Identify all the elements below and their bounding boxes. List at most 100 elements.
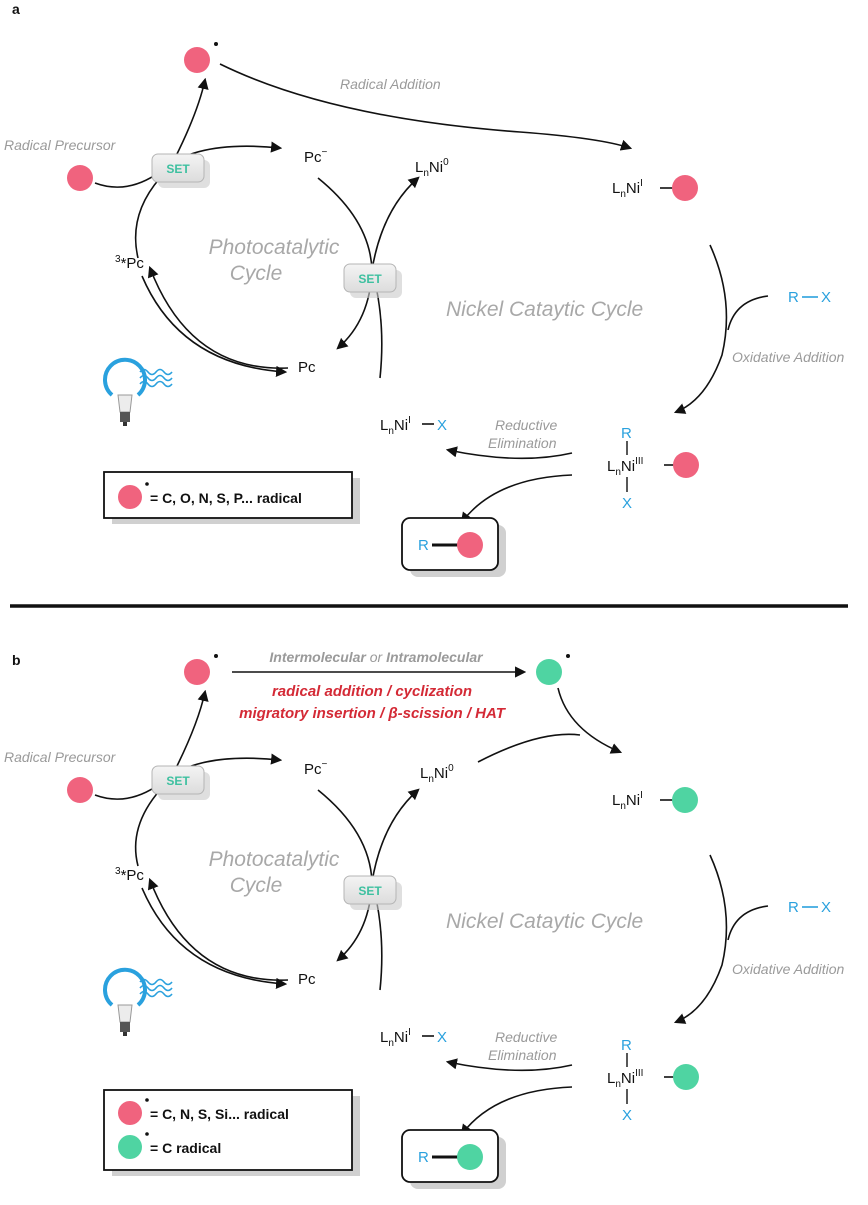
- panel-a-niii-label: LnNiIII: [607, 456, 643, 478]
- panel-a-set-to-radical-arrow: [174, 77, 209, 159]
- panel-b-photocatalytic-title-2: Cycle: [230, 874, 283, 897]
- panel-b-left-arc: [134, 789, 161, 867]
- panel-a-left-arc: [134, 177, 161, 259]
- panel-b-set-label-2: SET: [358, 884, 382, 898]
- panel-b-radical-precursor-label: Radical Precursor: [4, 749, 117, 765]
- panel-a-nix-label: LnNiI: [380, 415, 411, 437]
- panel-a-nix-x-label: X: [437, 417, 447, 434]
- panel-b-nix-x-label: X: [437, 1029, 447, 1046]
- panel-a-ni0-label: LnNi0: [415, 157, 449, 179]
- panel-b-star-to-pc-inner-arrow: [141, 887, 288, 989]
- light-bulb-icon: [103, 967, 147, 1036]
- panel-b-set-to-ni0-arrow: [371, 788, 420, 883]
- radical-dot-icon: [214, 654, 218, 658]
- panel-b-oxidative-addition-label: Oxidative Addition: [732, 961, 845, 977]
- panel-b-precursor-circle: [67, 777, 93, 803]
- panel-a-product-box: R: [401, 517, 506, 577]
- panel-a-nii-label: LnNiI: [612, 178, 643, 200]
- panel-a-legend-circle: [118, 485, 142, 509]
- panel-a-niii-radical-circle: [673, 452, 699, 478]
- panel-b-pc-minus-to-pc-arrow: [317, 789, 373, 962]
- panel-b-reductive-to-nix-arrow: [445, 1058, 573, 1072]
- panel-b-product-r-label: R: [418, 1149, 429, 1166]
- panel-a-reductive-label-2: Elimination: [488, 435, 557, 451]
- panel-b-set-box-1: SET: [151, 765, 210, 800]
- panel-a-set-box-1: SET: [151, 153, 210, 188]
- panel-b-legend-circle-green: [118, 1135, 142, 1159]
- panel-a-set-box-2: SET: [343, 263, 402, 298]
- panel-a-radical-addition-arrow: [219, 63, 633, 151]
- panel-b-niii-label: LnNiIII: [607, 1068, 643, 1090]
- panel-a-rx-feed-line: [727, 295, 769, 331]
- panel-b-legend-text-1: = C, N, S, Si... radical: [150, 1106, 289, 1122]
- panel-a-free-radical-circle: [184, 47, 210, 73]
- panel-b-letter: b: [12, 652, 21, 668]
- panel-a-pc-minus-label: Pc−: [304, 147, 328, 166]
- panel-a-photocatalytic-title-1: Photocatalytic: [209, 236, 340, 259]
- panel-a-photocatalytic-title-2: Cycle: [230, 262, 283, 285]
- panel-b-free-radical-circle: [184, 659, 210, 685]
- panel-a-product-r-label: R: [418, 537, 429, 554]
- panel-b-product-radical-circle: [457, 1144, 483, 1170]
- panel-b-red-line-1: radical addition / cyclization: [272, 683, 472, 700]
- panel-b-legend-box: = C, N, S, Si... radical = C radical: [103, 1089, 360, 1176]
- panel-a-pc-to-star-outer-arrow: [147, 265, 289, 369]
- panel-b-photocatalytic-title-1: Photocatalytic: [209, 848, 340, 871]
- panel-a-oxidative-addition-label: Oxidative Addition: [732, 349, 845, 365]
- panel-a-reductive-label-1: Reductive: [495, 417, 557, 433]
- panel-b-green-radical-circle: [536, 659, 562, 685]
- panel-a-star-to-pc-inner-arrow: [141, 275, 288, 377]
- panel-b-legend-text-2: = C radical: [150, 1140, 221, 1156]
- radical-dot-icon: [145, 482, 149, 486]
- panel-a-set-label-2: SET: [358, 272, 382, 286]
- panel-a-set-label-1: SET: [166, 162, 190, 176]
- panel-b-rx-feed-line: [727, 905, 769, 941]
- panel-b-pc-to-star-outer-arrow: [147, 877, 289, 981]
- panel-b-pc-label: Pc: [298, 971, 316, 988]
- panel-a-radical-precursor-label: Radical Precursor: [4, 137, 117, 153]
- panel-a-reductive-to-nix-arrow: [445, 446, 573, 460]
- panel-a-niii-x-label: X: [622, 495, 632, 512]
- panel-a-rx-r-label: R: [788, 289, 799, 306]
- panel-b-top-arrow-label: Intermolecular or Intramolecular: [269, 649, 484, 665]
- panel-b-reductive-to-product-arrow: [460, 1086, 573, 1136]
- panel-b-red-line-2: migratory insertion / β-scission / HAT: [239, 705, 507, 722]
- panel-b-green-to-nii-arrow: [557, 687, 623, 754]
- panel-a-letter: a: [12, 1, 20, 17]
- panel-b-nickel-cycle-title: Nickel Cataytic Cycle: [446, 910, 643, 933]
- panel-a-legend-box: = C, O, N, S, P... radical: [103, 471, 360, 524]
- panel-b-set-to-radical-arrow: [174, 689, 209, 771]
- panel-a-precursor-circle: [67, 165, 93, 191]
- radical-dot-icon: [566, 654, 570, 658]
- radical-dot-icon: [145, 1132, 149, 1136]
- radical-dot-icon: [145, 1098, 149, 1102]
- panel-b-set-box-2: SET: [343, 875, 402, 910]
- panel-a-oxidative-addition-arrow: [673, 244, 728, 414]
- panel-a: a Radical Precursor Radical Addition SET…: [4, 1, 845, 577]
- panel-a-star-pc-label: 3*Pc: [115, 254, 144, 272]
- panel-a-pc-label: Pc: [298, 359, 316, 376]
- panel-a-pc-minus-to-pc-arrow: [317, 177, 373, 350]
- panel-a-reductive-to-product-arrow: [460, 474, 573, 524]
- panel-a-legend-text: = C, O, N, S, P... radical: [150, 490, 302, 506]
- panel-b-set-label-1: SET: [166, 774, 190, 788]
- panel-b-niii-r-label: R: [621, 1037, 632, 1054]
- panel-b: b Radical Precursor Intermolecular or In…: [4, 649, 845, 1189]
- panel-a-rx-x-label: X: [821, 289, 831, 306]
- panel-b-ni0-to-green-line: [477, 733, 581, 763]
- panel-b-nii-label: LnNiI: [612, 790, 643, 812]
- panel-b-oxidative-addition-arrow: [673, 854, 728, 1024]
- panel-a-radical-addition-label: Radical Addition: [340, 76, 441, 92]
- panel-b-legend-circle-pink: [118, 1101, 142, 1125]
- panel-b-product-box: R: [401, 1129, 506, 1189]
- panel-a-set-to-ni0-arrow: [371, 176, 420, 271]
- panel-b-star-pc-label: 3*Pc: [115, 866, 144, 884]
- panel-b-niii-x-label: X: [622, 1107, 632, 1124]
- panel-b-pc-minus-label: Pc−: [304, 759, 328, 778]
- panel-b-reductive-label-2: Elimination: [488, 1047, 557, 1063]
- panel-b-rx-r-label: R: [788, 899, 799, 916]
- panel-b-niii-radical-circle: [673, 1064, 699, 1090]
- panel-b-nix-label: LnNiI: [380, 1027, 411, 1049]
